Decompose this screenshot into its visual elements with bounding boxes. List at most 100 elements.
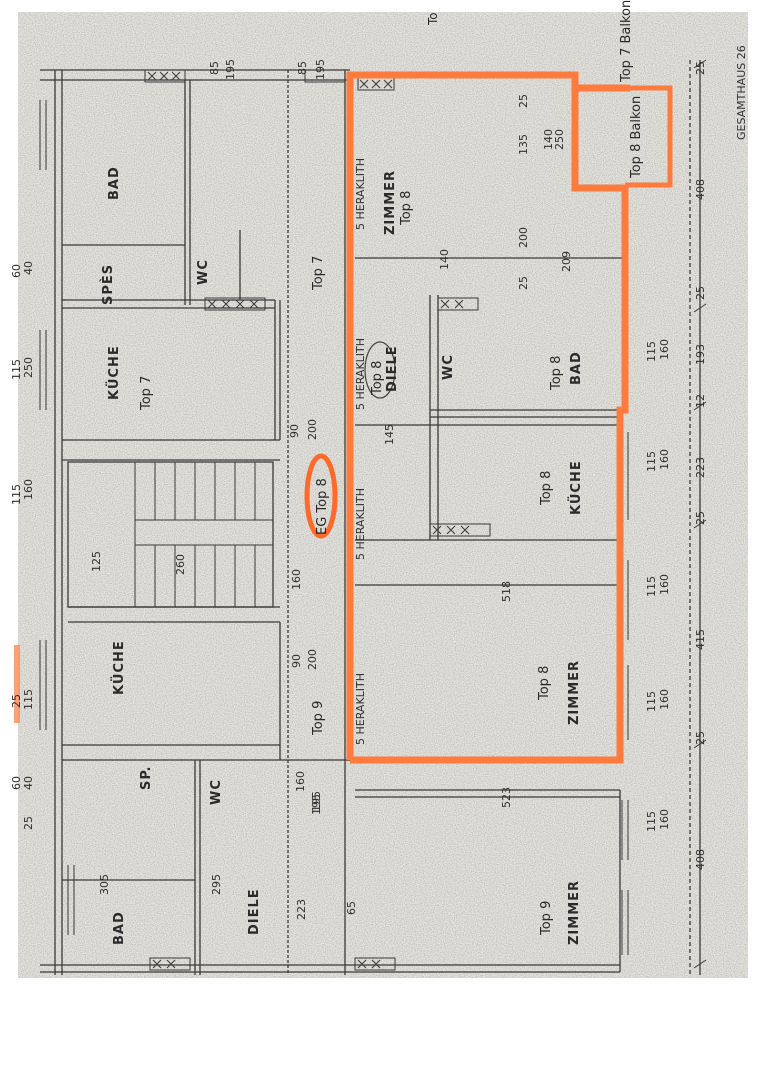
dim: 25 <box>517 276 530 290</box>
dim: 140 <box>438 249 451 270</box>
dim: 408 <box>694 849 707 870</box>
dim: 85 <box>296 61 309 75</box>
room-kueche-top9: KÜCHE <box>111 640 127 695</box>
dim: 160 <box>658 339 671 360</box>
dim: 25 <box>694 511 707 525</box>
label-top7: Top 7 <box>139 376 154 411</box>
dim: 160 <box>658 449 671 470</box>
diele-circle <box>364 341 396 399</box>
dim: 125 <box>90 551 103 572</box>
dim: 90 <box>290 654 303 668</box>
dim: 115 <box>22 689 35 710</box>
dim: 25 <box>22 816 35 830</box>
dim: 160 <box>22 479 35 500</box>
staircase <box>134 462 273 607</box>
dim: 65 <box>345 901 358 915</box>
dim: 200 <box>306 419 319 440</box>
room-wc-top7: WC <box>196 259 211 285</box>
dim: 25 <box>517 94 530 108</box>
balcony-outline <box>625 85 673 188</box>
dim: 25 <box>694 731 707 745</box>
dim: 295 <box>210 874 223 895</box>
dim: 60 <box>10 264 23 278</box>
dim: 85 <box>208 61 221 75</box>
note-heraklith-1: 5 HERAKLITH <box>354 158 367 230</box>
label-top8-bad: Top 8 <box>549 356 564 391</box>
dim: 60 <box>10 776 23 790</box>
room-zimmer-top9: ZIMMER <box>567 880 582 945</box>
dim: 408 <box>694 179 707 200</box>
dim: 250 <box>22 357 35 378</box>
label-top9: Top 9 <box>311 701 326 736</box>
top8-highlight <box>346 71 630 764</box>
dim: 195 <box>314 59 327 80</box>
dim: 200 <box>306 649 319 670</box>
room-wc-top8: WC <box>441 354 456 380</box>
dim: 115 <box>10 484 23 505</box>
dim: 160 <box>658 574 671 595</box>
label-top9-b: Top 9 <box>539 901 554 936</box>
room-wc-top9: WC <box>209 779 224 805</box>
dim: 25 <box>694 286 707 300</box>
vent-hatches <box>144 69 491 971</box>
dim: 115 <box>645 691 658 712</box>
label-balkon-top7: Top 7 Balkon <box>619 0 634 83</box>
dim: 223 <box>694 457 707 478</box>
dim: 195 <box>310 794 323 815</box>
dim: 115 <box>10 359 23 380</box>
room-sp-top9: SP. <box>139 766 154 790</box>
label-top8-kueche: Top 8 <box>539 471 554 506</box>
dim: 140 <box>542 129 555 150</box>
paper-speckle <box>18 12 748 978</box>
dim: 160 <box>294 771 307 792</box>
label-top8-a: Top 8 <box>399 191 414 226</box>
dim: 518 <box>500 581 513 602</box>
room-kueche-top8: KÜCHE <box>568 460 584 515</box>
dim: 523 <box>500 787 513 808</box>
dim: 40 <box>22 261 35 275</box>
dim: 115 <box>645 811 658 832</box>
dim: 195 <box>310 791 323 812</box>
dim: 415 <box>694 629 707 650</box>
room-spes-top7: SPÈS <box>100 264 116 305</box>
label-eg-top8: EG Top 8 <box>315 478 330 535</box>
top-corner-label: To <box>426 12 440 26</box>
room-kueche-top7: KÜCHE <box>106 345 122 400</box>
edge-mark <box>14 645 20 723</box>
dim: 40 <box>22 776 35 790</box>
dim: 250 <box>553 129 566 150</box>
dim: 193 <box>694 344 707 365</box>
dim: 90 <box>288 424 301 438</box>
room-diele-top8: DIELE <box>385 345 400 392</box>
room-zimmer-top8-a: ZIMMER <box>383 170 398 235</box>
dim: 135 <box>517 134 530 155</box>
dim: 223 <box>295 899 308 920</box>
label-top8-b: Top 8 <box>537 666 552 701</box>
label-top8-circle: Top 8 <box>370 361 385 396</box>
dim: 115 <box>645 341 658 362</box>
dim: 305 <box>98 874 111 895</box>
walls <box>39 59 707 975</box>
room-diele-top9: DIELE <box>247 888 262 935</box>
room-bad-top7: BAD <box>107 166 122 200</box>
header-label: GESAMTHAUS 26 <box>735 45 748 140</box>
dim: 12 <box>694 394 707 408</box>
dim: 195 <box>224 59 237 80</box>
dim: 145 <box>383 424 396 445</box>
room-zimmer-top8-b: ZIMMER <box>567 660 582 725</box>
note-heraklith-4: 5 HERAKLITH <box>354 673 367 745</box>
dim: 25 <box>10 694 23 708</box>
dim: 25 <box>694 61 707 75</box>
note-heraklith-3: 5 HERAKLITH <box>354 488 367 560</box>
dim: 260 <box>174 554 187 575</box>
dim: 115 <box>645 451 658 472</box>
dim: 160 <box>658 689 671 710</box>
label-balkon-top8: Top 8 Balkon <box>629 96 644 179</box>
dim: 160 <box>658 809 671 830</box>
room-bad-top8: BAD <box>569 351 584 385</box>
dim: 115 <box>645 576 658 597</box>
note-heraklith-2: 5 HERAKLITH <box>354 338 367 410</box>
dim: 160 <box>290 569 303 590</box>
room-bad-top9: BAD <box>112 911 127 945</box>
